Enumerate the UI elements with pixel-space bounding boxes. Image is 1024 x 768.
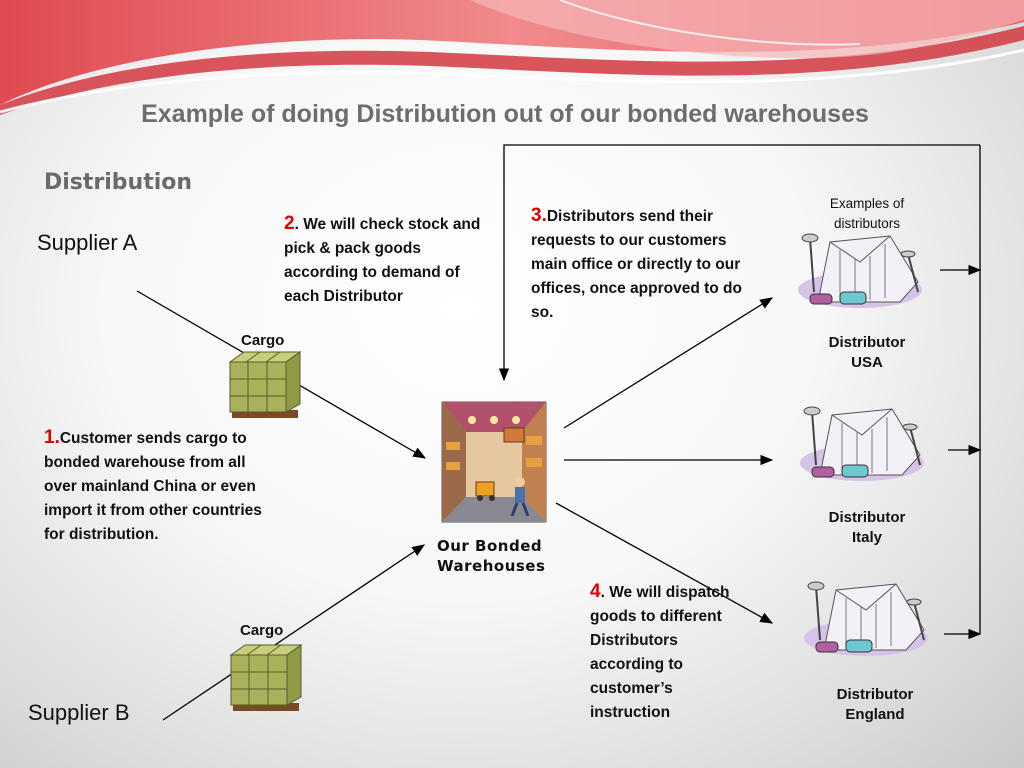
step-sep: . xyxy=(600,584,610,601)
supplier-a-label: Supplier A xyxy=(37,230,138,255)
distributor-building-icon xyxy=(800,406,924,481)
arrow-warehouse-to-usa xyxy=(563,297,774,429)
examples-line2: distributors xyxy=(833,216,901,231)
warehouse-label-line2: Warehouses xyxy=(437,557,546,575)
distributor-name: Distributor xyxy=(836,686,914,703)
distributor-country: England xyxy=(845,706,905,723)
cargo-box-icon xyxy=(228,351,302,418)
section-heading: Distribution xyxy=(44,170,193,195)
warehouse-label: Our Bonded Warehouses xyxy=(437,536,545,576)
examples-of-distributors-label: Examples of distributors xyxy=(812,194,922,234)
step-sep: . xyxy=(294,216,304,233)
arrow-supplier-b-to-warehouse xyxy=(162,544,426,721)
distributor-name: Distributor xyxy=(828,334,906,351)
cargo-label-top: Cargo xyxy=(241,332,285,349)
step-4: 4. We will dispatch goods to different D… xyxy=(590,580,755,725)
distributor-country: Italy xyxy=(851,529,882,546)
distributor-usa-label: Distributor USA xyxy=(812,333,922,373)
header-banner xyxy=(0,0,1024,115)
step-text: Customer sends cargo to bonded warehouse… xyxy=(44,430,262,543)
cargo-label-bottom: Cargo xyxy=(240,622,284,639)
distributor-country: USA xyxy=(851,354,883,371)
step-3: 3.Distributors send their requests to ou… xyxy=(531,204,759,325)
page-title: Example of doing Distribution out of our… xyxy=(141,100,869,128)
step-text: We will dispatch goods to different Dist… xyxy=(590,584,730,721)
step-number: 1 xyxy=(44,427,55,448)
step-1: 1.Customer sends cargo to bonded warehou… xyxy=(44,426,282,547)
arrow-warehouse-to-england xyxy=(555,502,774,624)
step-2: 2. We will check stock and pick & pack g… xyxy=(284,212,484,309)
distributor-building-icon xyxy=(798,233,922,308)
step-number: 2 xyxy=(284,213,295,234)
feedback-connector xyxy=(498,144,980,382)
step-number: 3 xyxy=(531,205,542,226)
step-text: Distributors send their requests to our … xyxy=(531,208,742,321)
distributor-italy-label: Distributor Italy xyxy=(812,508,922,548)
distributor-building-icon xyxy=(804,581,928,656)
step-sep: . xyxy=(54,427,60,448)
step-text: We will check stock and pick & pack good… xyxy=(284,216,481,305)
distributor-name: Distributor xyxy=(828,509,906,526)
step-sep: . xyxy=(541,205,547,226)
supplier-b-label: Supplier B xyxy=(28,700,130,725)
step-number: 4 xyxy=(590,581,601,602)
examples-line1: Examples of xyxy=(829,196,905,211)
warehouse-label-line1: Our Bonded xyxy=(437,537,543,555)
distributor-england-label: Distributor England xyxy=(820,685,930,725)
cargo-box-icon xyxy=(229,644,303,711)
